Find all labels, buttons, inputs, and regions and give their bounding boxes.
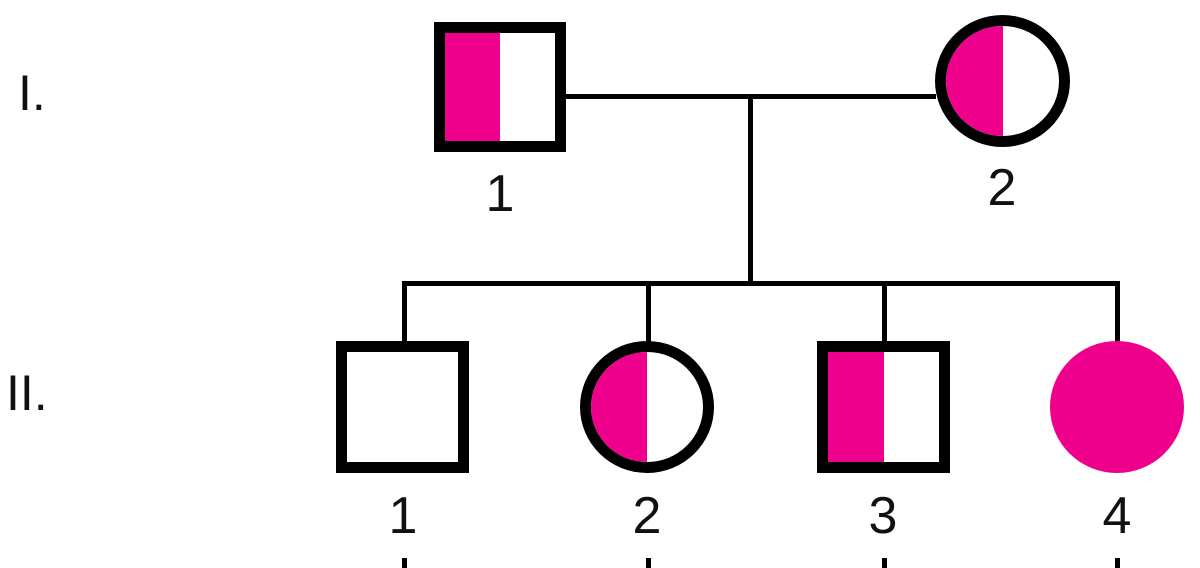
sibling-drop-line-II-2 xyxy=(646,281,651,345)
male-square-symbol-II-1 xyxy=(336,341,469,473)
individual-I-2[interactable] xyxy=(935,15,1070,147)
individual-number-II-3: 3 xyxy=(868,487,898,545)
female-circle-symbol-II-2 xyxy=(580,341,714,473)
female-circle-symbol-I-2 xyxy=(935,15,1070,147)
sibling-drop-line-II-3 xyxy=(882,281,887,343)
individual-II-3[interactable] xyxy=(817,341,950,473)
descent-stub-II-1 xyxy=(402,558,407,568)
descent-stub-II-4 xyxy=(1115,558,1120,568)
descent-stub-II-3 xyxy=(882,558,887,568)
individual-number-II-4: 4 xyxy=(1102,487,1132,545)
sibling-drop-line-II-4 xyxy=(1115,281,1120,345)
affected-half-fill-II-2 xyxy=(591,352,647,462)
individual-II-2[interactable] xyxy=(580,341,714,473)
sibship-line xyxy=(402,281,1120,286)
male-square-symbol-II-3 xyxy=(817,341,950,473)
affected-half-fill-I-1 xyxy=(445,33,500,141)
individual-I-1[interactable] xyxy=(434,22,566,152)
affected-half-fill-II-3 xyxy=(828,352,884,462)
female-circle-symbol-II-4 xyxy=(1050,341,1184,473)
generation-label-1: I. xyxy=(18,65,46,121)
individual-number-II-1: 1 xyxy=(388,487,418,545)
individual-II-4[interactable] xyxy=(1050,341,1184,473)
male-square-symbol-I-1 xyxy=(434,22,566,152)
generation-label-2: II. xyxy=(6,365,48,421)
descent-line xyxy=(748,94,753,286)
descent-stub-II-2 xyxy=(646,558,651,568)
affected-half-fill-I-2 xyxy=(946,26,1003,136)
individual-II-1[interactable] xyxy=(336,341,469,473)
individual-number-I-1: 1 xyxy=(485,165,515,223)
sibling-drop-line-II-1 xyxy=(402,281,407,343)
individual-number-I-2: 2 xyxy=(987,159,1017,217)
individual-number-II-2: 2 xyxy=(632,487,662,545)
